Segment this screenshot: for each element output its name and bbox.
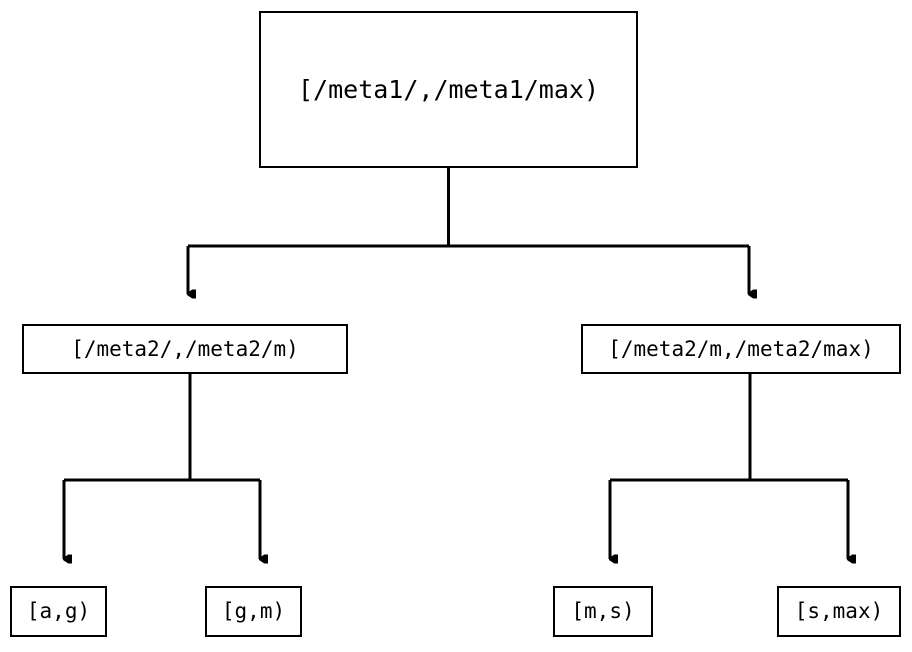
tree-node-mid-left: [/meta2/,/meta2/m) [22,324,348,374]
tree-leaf-g-m: [g,m) [205,586,302,637]
tree-leaf-g-m-label: [g,m) [221,599,286,623]
tree-leaf-m-s-label: [m,s) [571,599,635,623]
tree-node-mid-left-label: [/meta2/,/meta2/m) [71,336,299,361]
tree-leaf-a-g-label: [a,g) [26,599,91,623]
tree-leaf-m-s: [m,s) [553,586,653,637]
tree-node-mid-right: [/meta2/m,/meta2/max) [581,324,901,374]
tree-leaf-s-max-label: [s,max) [794,599,884,623]
tree-node-root: [/meta1/,/meta1/max) [259,11,638,168]
tree-leaf-s-max: [s,max) [777,586,901,637]
tree-node-root-label: [/meta1/,/meta1/max) [297,75,600,104]
tree-leaf-a-g: [a,g) [10,586,107,637]
tree-node-mid-right-label: [/meta2/m,/meta2/max) [608,336,874,361]
